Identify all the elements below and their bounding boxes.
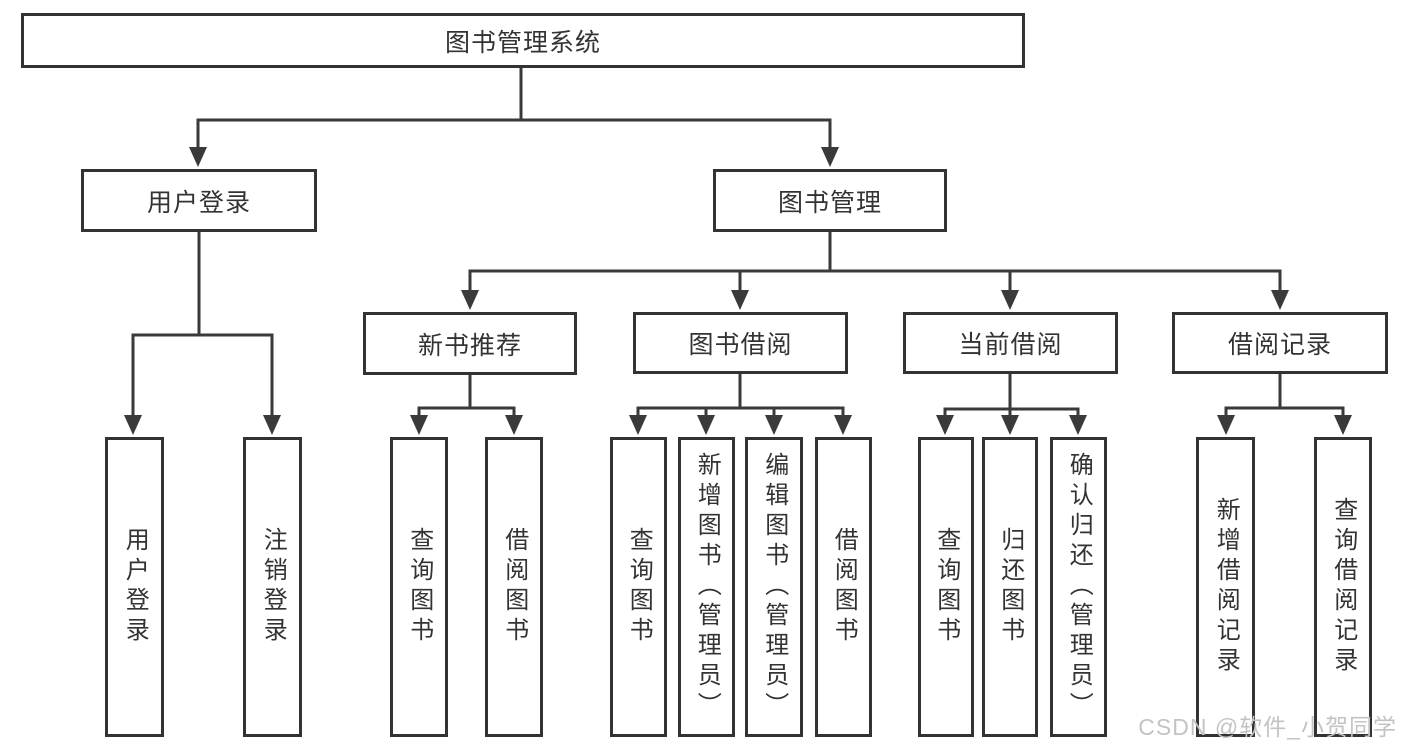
- leaf-user-login-label: 用户登录: [121, 527, 149, 647]
- leaf-logout-label: 注销登录: [259, 527, 287, 647]
- leaf-borrow-book-1: 借阅图书: [485, 437, 543, 737]
- node-current-borrow: 当前借阅: [903, 312, 1118, 374]
- leaf-borrow-book-2-label: 借阅图书: [830, 527, 858, 647]
- leaf-add-borrow-record: 新增借阅记录: [1196, 437, 1255, 737]
- leaf-confirm-return-admin: 确认归还（管理员）: [1050, 437, 1107, 737]
- leaf-edit-book-admin: 编辑图书（管理员）: [745, 437, 803, 737]
- leaf-add-borrow-record-label: 新增借阅记录: [1212, 497, 1240, 677]
- connector-book-borrow: [629, 374, 852, 435]
- leaf-add-book-admin-label: 新增图书（管理员）: [693, 452, 721, 722]
- leaf-logout: 注销登录: [243, 437, 302, 737]
- leaf-user-login: 用户登录: [105, 437, 164, 737]
- leaf-query-book-2: 查询图书: [610, 437, 667, 737]
- node-user-login-label: 用户登录: [146, 188, 251, 217]
- csdn-watermark: CSDN @软件_小贺同学: [1138, 714, 1397, 740]
- connector-current-borrow: [936, 374, 1087, 435]
- leaf-query-book-1: 查询图书: [390, 437, 448, 737]
- leaf-return-book: 归还图书: [982, 437, 1038, 737]
- node-current-borrow-label: 当前借阅: [958, 331, 1063, 359]
- node-root: 图书管理系统: [21, 13, 1025, 68]
- leaf-add-book-admin: 新增图书（管理员）: [678, 437, 735, 737]
- node-book-management: 图书管理: [713, 169, 947, 232]
- leaf-query-book-1-label: 查询图书: [405, 527, 433, 647]
- leaf-edit-book-admin-label: 编辑图书（管理员）: [760, 452, 788, 722]
- leaf-confirm-return-admin-label: 确认归还（管理员）: [1065, 452, 1093, 722]
- node-borrow-record-label: 借阅记录: [1227, 331, 1332, 359]
- leaf-borrow-book-1-label: 借阅图书: [500, 527, 528, 647]
- leaf-return-book-label: 归还图书: [996, 527, 1024, 647]
- node-user-login: 用户登录: [81, 169, 317, 232]
- node-book-borrow: 图书借阅: [633, 312, 848, 374]
- leaf-query-book-3-label: 查询图书: [932, 527, 960, 647]
- node-new-book-recommend-label: 新书推荐: [417, 331, 522, 360]
- leaf-query-borrow-record: 查询借阅记录: [1314, 437, 1372, 737]
- connector-new-book: [410, 375, 523, 435]
- node-book-borrow-label: 图书借阅: [688, 331, 793, 359]
- connector-root: [189, 68, 839, 167]
- leaf-query-book-3: 查询图书: [918, 437, 974, 737]
- leaf-query-borrow-record-label: 查询借阅记录: [1329, 497, 1357, 677]
- node-borrow-record: 借阅记录: [1172, 312, 1388, 374]
- leaf-borrow-book-2: 借阅图书: [815, 437, 872, 737]
- node-new-book-recommend: 新书推荐: [363, 312, 577, 375]
- leaf-query-book-2-label: 查询图书: [625, 527, 653, 647]
- connector-user-login: [124, 232, 281, 435]
- node-root-label: 图书管理系统: [444, 28, 601, 57]
- connector-borrow-record: [1217, 374, 1352, 435]
- connector-book-management: [461, 232, 1289, 310]
- node-book-management-label: 图书管理: [777, 188, 882, 217]
